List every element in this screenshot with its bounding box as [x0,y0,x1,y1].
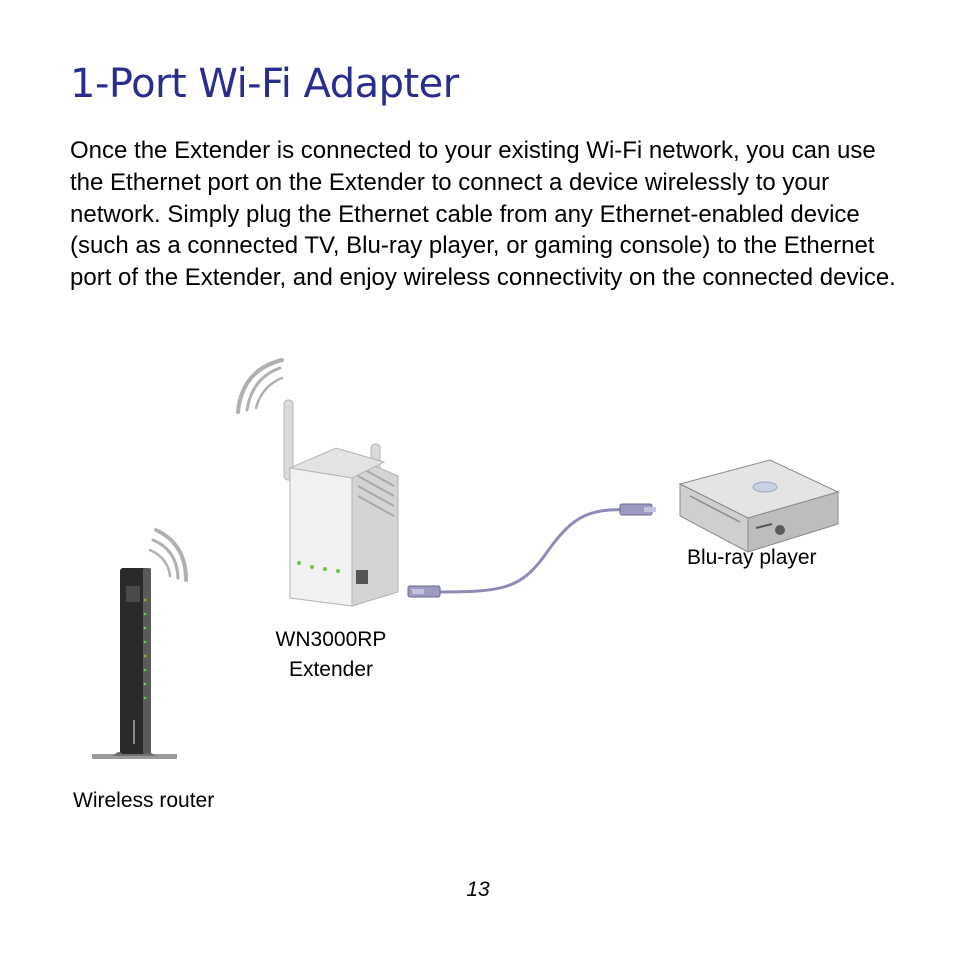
wifi-waves-router-icon [148,528,188,582]
ethernet-cable-icon [407,503,656,598]
page-title: 1-Port Wi-Fi Adapter [70,61,459,107]
body-paragraph: Once the Extender is connected to your e… [70,137,896,292]
extender-model-label: WN3000RP [275,628,387,651]
wifi-waves-extender-icon [236,358,284,414]
page-number: 13 [466,878,490,901]
extender-icon [283,399,399,607]
extender-name-label: Extender [288,658,374,681]
bluray-label: Blu-ray player [687,546,817,569]
router-label: Wireless router [73,789,215,812]
extender-label: WN3000RP Extender [258,625,404,685]
network-diagram [92,358,840,759]
bluray-player-icon [678,459,840,553]
wireless-router-icon [92,568,177,759]
